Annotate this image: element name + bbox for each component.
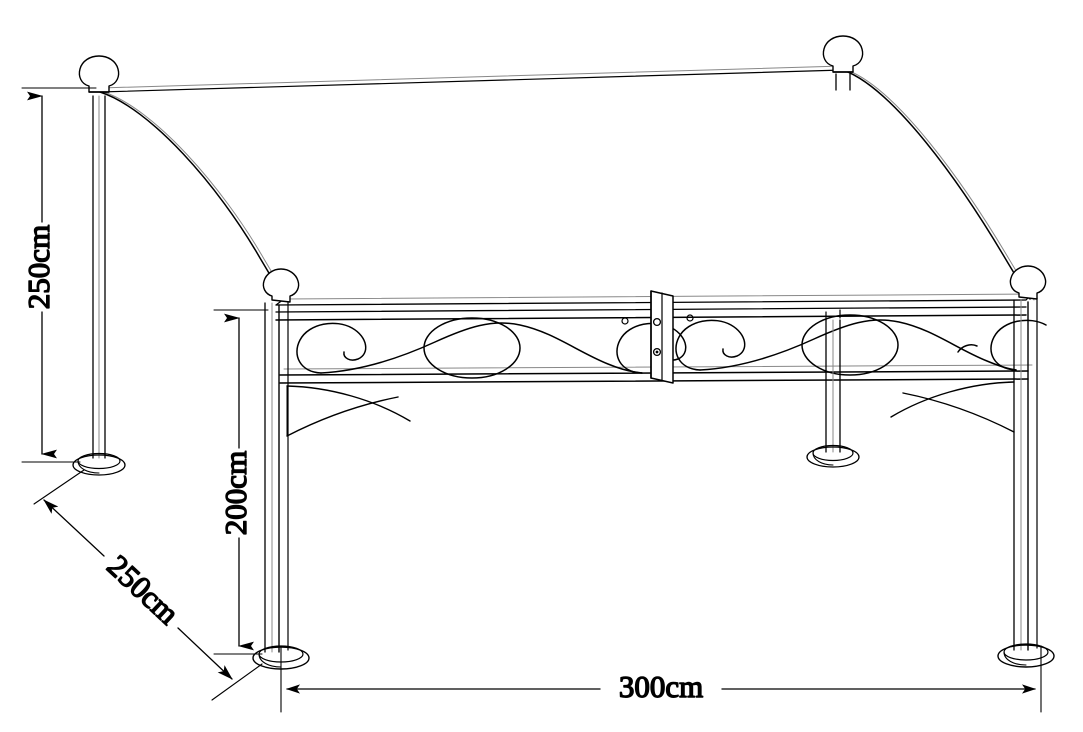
dimension-width-overall: 300cm xyxy=(280,645,1042,713)
rear-left-post xyxy=(72,55,126,476)
front-right-post xyxy=(997,265,1055,668)
corner-gusset-right xyxy=(890,381,1015,433)
curved-roof-rafter-right xyxy=(842,69,1035,301)
base-flange xyxy=(997,643,1055,668)
dimension-height-overall: 250cm xyxy=(20,87,97,463)
base-flange xyxy=(806,444,860,468)
scrollwork-panel xyxy=(296,314,1047,379)
dimension-height-front: 200cm xyxy=(213,309,269,655)
finial xyxy=(822,35,864,73)
dimension-label-depth-diagonal: 250cm xyxy=(101,548,187,631)
curved-roof-rafter-left xyxy=(99,91,289,302)
rear-ridge-beam xyxy=(99,65,844,93)
dimension-label-width-overall: 300cm xyxy=(619,669,703,704)
center-splice-plate[interactable] xyxy=(650,290,674,384)
dimension-label-height-overall: 250cm xyxy=(21,225,56,309)
finial xyxy=(262,268,300,303)
front-left-post xyxy=(252,268,310,670)
dimension-label-height-front: 200cm xyxy=(218,451,253,535)
rear-center-post xyxy=(806,309,860,468)
corner-gusset-left xyxy=(286,385,411,437)
finial xyxy=(1009,265,1047,300)
bolt-hole xyxy=(621,314,694,325)
rear-right-post xyxy=(822,35,864,91)
finial xyxy=(78,55,120,93)
